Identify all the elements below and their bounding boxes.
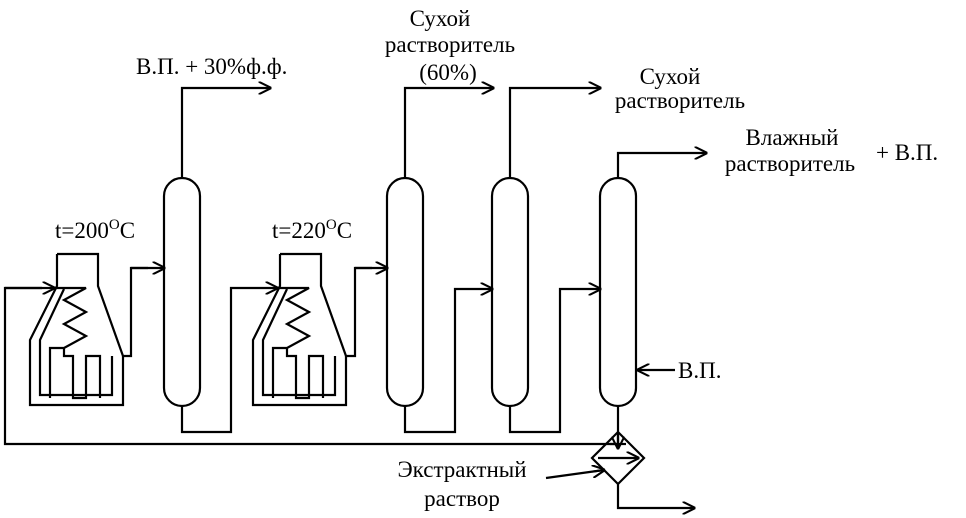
column-2-top-label-3: (60%) — [419, 60, 476, 85]
column-4-top-label-2: растворитель — [725, 151, 855, 176]
column-2-top-label-2: растворитель — [385, 32, 515, 57]
column-3 — [490, 176, 530, 408]
heat-exchanger-body — [590, 430, 646, 486]
furnace-1 — [5, 252, 148, 407]
furnace-2-temperature-label: t=220OC — [272, 217, 352, 243]
column-4-top-label-1: Влажный — [746, 125, 839, 150]
column-1-top-label: В.П. + 30%ф.ф. — [136, 54, 287, 79]
column-3-overhead-line — [508, 88, 600, 178]
column-4-overhead-line — [616, 153, 706, 178]
extract-label-1: Экстрактный — [397, 457, 526, 482]
column-3-top-label-2: растворитель — [615, 88, 745, 113]
exchanger-outlet-line — [616, 484, 694, 508]
furnace-1-coil — [5, 286, 102, 400]
furnace-2-coil — [271, 286, 325, 400]
furnace-2-outline — [280, 252, 372, 358]
column-3-to-column-4 — [508, 289, 600, 434]
column-2-to-column-3 — [403, 289, 492, 434]
furnace-1-inner-wall — [28, 254, 125, 407]
extract-feed-arrow — [545, 470, 604, 480]
column-1 — [162, 176, 202, 408]
column-4 — [598, 176, 638, 408]
column-4-side-feed-label: В.П. — [678, 358, 721, 383]
furnace-2-inner-wall-2 — [261, 288, 337, 397]
column-1-overhead-line — [180, 88, 270, 178]
furnace-1-temperature-label: t=200OC — [55, 217, 135, 243]
column-2-top-label-1: Сухой — [410, 6, 471, 31]
furnace-2 — [251, 252, 372, 407]
column-3-top-label-1: Сухой — [640, 64, 701, 89]
furnace-1-inner-wall-2 — [38, 288, 114, 397]
extract-label-2: раствор — [424, 486, 500, 511]
recycle-line — [3, 286, 620, 446]
column-4-top-label-3: + В.П. — [876, 140, 938, 165]
furnace-1-outline — [57, 252, 148, 358]
column-2-overhead-line — [403, 88, 493, 178]
furnace-2-inner-wall — [251, 254, 348, 407]
column-2 — [385, 176, 425, 408]
column-1-to-furnace-2 — [180, 288, 277, 434]
